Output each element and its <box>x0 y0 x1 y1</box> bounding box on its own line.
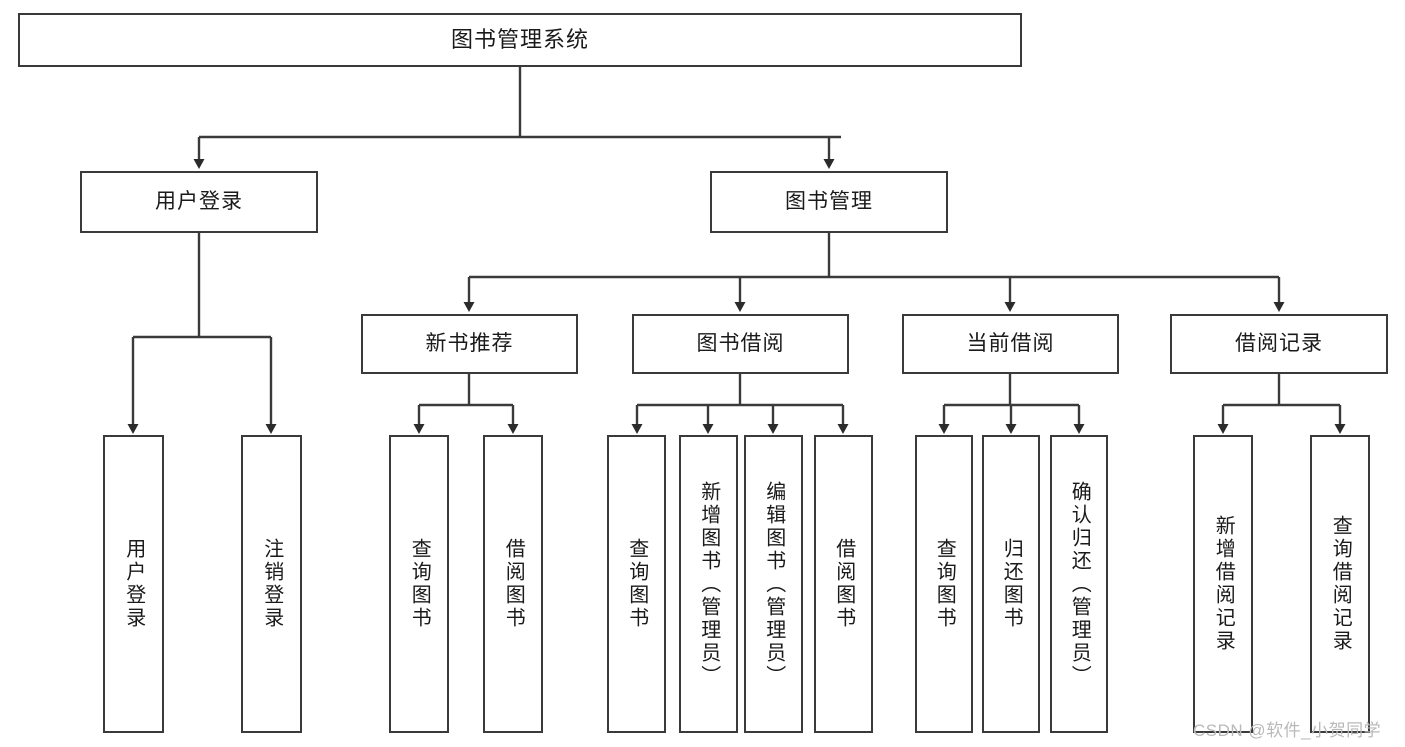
node-book-manage-label: 图书管理 <box>785 190 873 214</box>
node-leaf-confirm-return[interactable]: 确认归还（管理员） <box>1050 435 1108 733</box>
node-root-label: 图书管理系统 <box>450 26 589 52</box>
node-new-book-recommend-label: 新书推荐 <box>425 332 514 356</box>
node-leaf-borrow-book-2[interactable]: 借阅图书 <box>814 435 873 733</box>
node-leaf-query-book-3[interactable]: 查询图书 <box>915 435 973 733</box>
node-book-manage[interactable]: 图书管理 <box>710 171 948 233</box>
node-leaf-query-book-2-label: 查询图书 <box>625 538 648 630</box>
node-borrow-record[interactable]: 借阅记录 <box>1170 314 1388 374</box>
node-leaf-return-book[interactable]: 归还图书 <box>982 435 1040 733</box>
node-leaf-borrow-book-1-label: 借阅图书 <box>502 538 525 630</box>
node-leaf-confirm-return-label: 确认归还（管理员） <box>1068 480 1091 688</box>
csdn-watermark: CSDN @软件_小贺同学 <box>1193 721 1382 740</box>
node-book-borrow[interactable]: 图书借阅 <box>632 314 849 374</box>
node-leaf-user-login[interactable]: 用户登录 <box>103 435 164 733</box>
node-user-login[interactable]: 用户登录 <box>80 171 318 233</box>
node-leaf-query-record-label: 查询借阅记录 <box>1329 515 1352 653</box>
node-leaf-query-book-1-label: 查询图书 <box>408 538 431 630</box>
node-leaf-user-login-label: 用户登录 <box>122 538 145 630</box>
node-leaf-edit-book[interactable]: 编辑图书（管理员） <box>744 435 803 733</box>
node-book-borrow-label: 图书借阅 <box>696 332 785 356</box>
node-leaf-logout-login-label: 注销登录 <box>260 538 283 630</box>
node-current-borrow-label: 当前借阅 <box>966 332 1055 356</box>
node-user-login-label: 用户登录 <box>155 190 243 214</box>
node-leaf-return-book-label: 归还图书 <box>1000 538 1023 630</box>
node-leaf-add-record-label: 新增借阅记录 <box>1212 515 1235 653</box>
node-leaf-edit-book-label: 编辑图书（管理员） <box>762 480 785 688</box>
node-current-borrow[interactable]: 当前借阅 <box>902 314 1119 374</box>
node-leaf-query-book-2[interactable]: 查询图书 <box>607 435 666 733</box>
node-leaf-query-record[interactable]: 查询借阅记录 <box>1310 435 1370 733</box>
node-leaf-logout-login[interactable]: 注销登录 <box>241 435 302 733</box>
node-leaf-borrow-book-1[interactable]: 借阅图书 <box>483 435 543 733</box>
node-new-book-recommend[interactable]: 新书推荐 <box>361 314 578 374</box>
node-leaf-query-book-3-label: 查询图书 <box>933 538 956 630</box>
node-leaf-add-book-label: 新增图书（管理员） <box>697 480 720 688</box>
node-leaf-borrow-book-2-label: 借阅图书 <box>832 538 855 630</box>
node-borrow-record-label: 借阅记录 <box>1235 332 1323 356</box>
node-root[interactable]: 图书管理系统 <box>18 13 1022 67</box>
node-leaf-query-book-1[interactable]: 查询图书 <box>389 435 449 733</box>
node-leaf-add-record[interactable]: 新增借阅记录 <box>1193 435 1253 733</box>
node-leaf-add-book[interactable]: 新增图书（管理员） <box>679 435 738 733</box>
